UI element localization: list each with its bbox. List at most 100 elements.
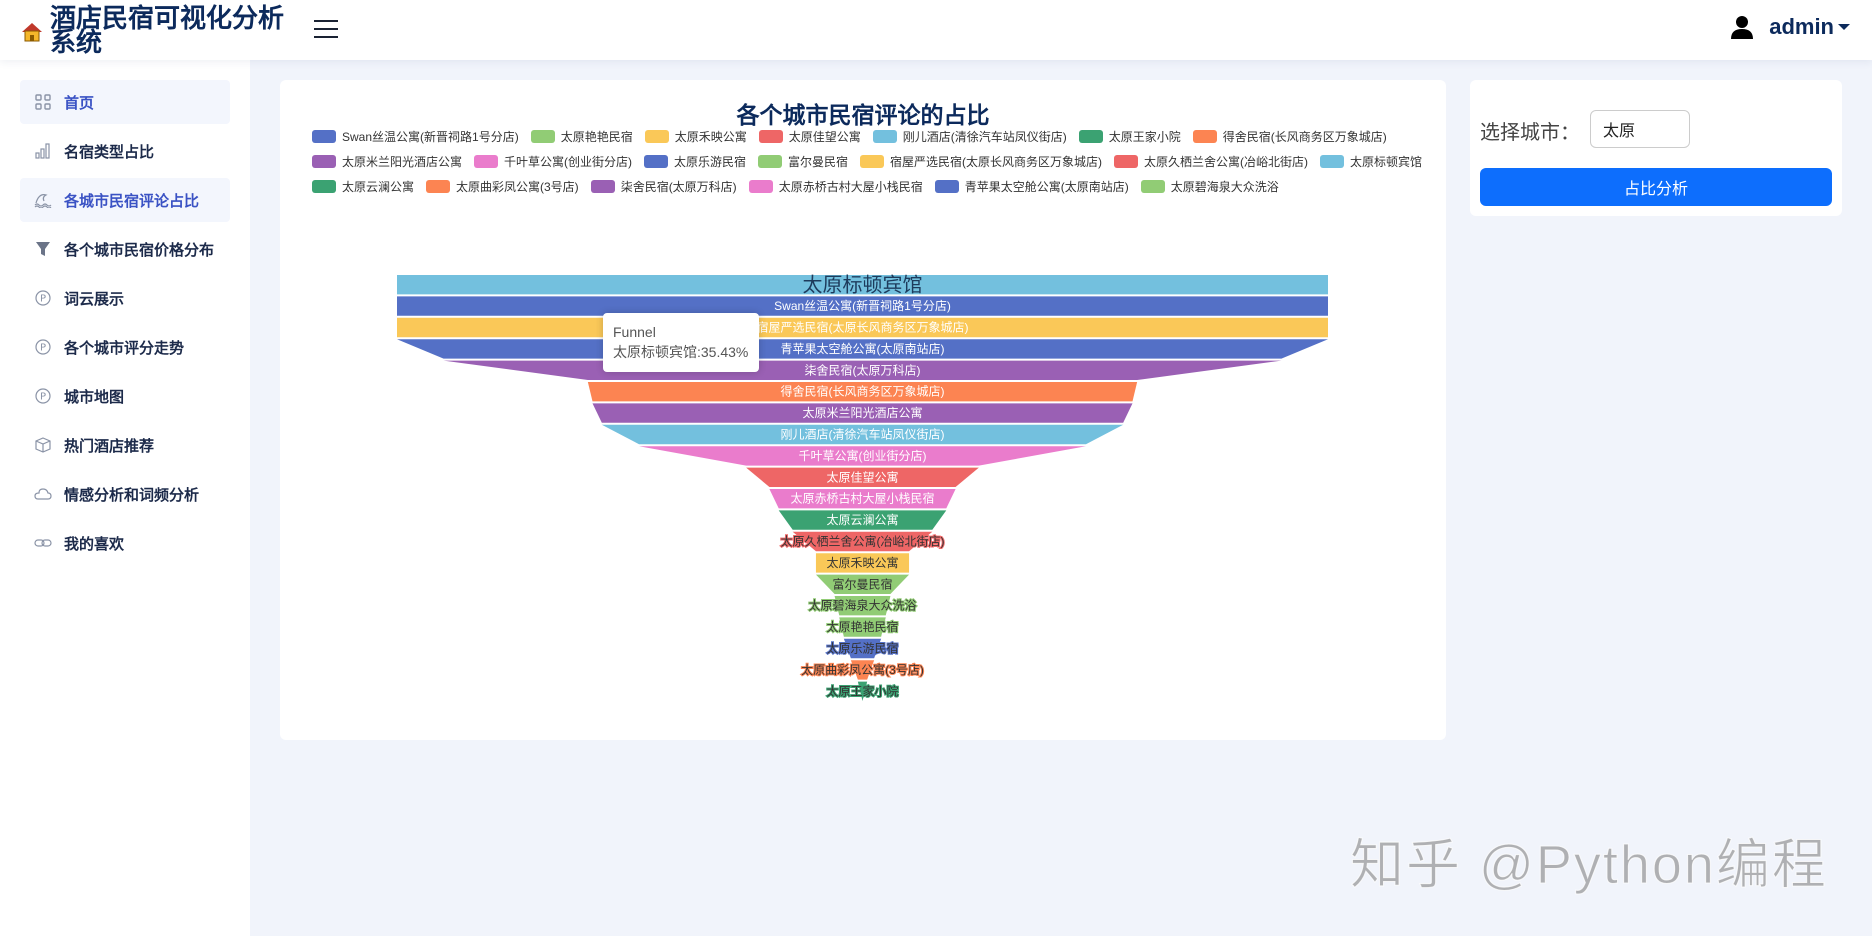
funnel-label: 得舍民宿(长风商务区万象城店) (781, 384, 945, 399)
caret-down-icon (1838, 24, 1850, 30)
funnel-segment[interactable] (769, 489, 956, 509)
sidebar-item-label: 词云展示 (64, 290, 125, 308)
funnel-segment[interactable] (815, 553, 910, 573)
legend-item[interactable]: 太原曲彩凤公寓(3号店) (426, 178, 579, 194)
legend-label: 太原久栖兰舍公寓(冶峪北街店) (1144, 154, 1309, 169)
legend-label: 太原乐游民宿 (674, 154, 747, 169)
city-input[interactable] (1590, 110, 1690, 148)
sidebar-item-5[interactable]: P 词云展示 (20, 276, 230, 320)
legend-item[interactable]: 刚儿酒店(清徐汽车站凤仪街店) (872, 128, 1067, 144)
legend-label: 太原碧海泉大众洗浴 (1170, 179, 1279, 194)
legend-item[interactable]: 太原标顿宾馆 (1320, 153, 1422, 169)
sidebar-item-7[interactable]: P 城市地图 (20, 374, 230, 418)
legend-item[interactable]: 太原艳艳民宿 (530, 128, 633, 144)
sidebar-item-label: 各城市民宿评论占比 (64, 192, 200, 210)
sidebar-item-6[interactable]: P 各个城市评分走势 (20, 325, 230, 369)
legend-swatch (530, 129, 555, 143)
legend-item[interactable]: 柒舍民宿(太原万科店) (590, 178, 737, 194)
chart-tooltip: Funnel 太原标顿宾馆:35.43% (603, 313, 759, 372)
funnel-segment[interactable] (601, 424, 1124, 445)
legend-swatch (748, 179, 773, 193)
legend-label: Swan丝温公寓(新晋祠路1号分店) (342, 129, 519, 144)
legend-item[interactable]: 太原佳望公寓 (758, 128, 861, 144)
legend-label: 青苹果太空舱公寓(太原南站店) (964, 179, 1129, 194)
legend-swatch (644, 154, 669, 168)
funnel-segment[interactable] (850, 660, 875, 680)
svg-text:P: P (40, 343, 46, 354)
logo: 酒店民宿可视化分析系统 (20, 5, 290, 55)
menu-toggle-button[interactable] (314, 20, 338, 40)
legend-swatch (934, 179, 959, 193)
funnel-label: 太原乐游民宿 (826, 641, 898, 656)
funnel-segment[interactable] (815, 574, 910, 594)
sidebar-item-1[interactable]: 首页 (20, 80, 230, 124)
legend-item[interactable]: Swan丝温公寓(新晋祠路1号分店) (312, 128, 519, 144)
legend-item[interactable]: 太原久栖兰舍公寓(冶峪北街店) (1114, 153, 1308, 169)
legend-item[interactable]: 富尔曼民宿 (758, 153, 848, 169)
legend-label: 太原云澜公寓 (342, 179, 415, 194)
funnel-label: 青苹果太空舱公寓(太原南站店) (781, 341, 945, 356)
funnel-segment[interactable] (792, 531, 933, 552)
funnel-segment[interactable] (857, 681, 868, 701)
sidebar-item-8[interactable]: 热门酒店推荐 (20, 423, 230, 467)
sidebar-item-10[interactable]: 我的喜欢 (20, 521, 230, 565)
funnel-segment[interactable] (397, 296, 1328, 316)
legend-label: 千叶草公寓(创业街分店) (504, 154, 633, 169)
legend-item[interactable]: 太原乐游民宿 (644, 153, 746, 169)
link-icon (34, 534, 52, 552)
legend-swatch (474, 154, 499, 168)
funnel-segment[interactable] (639, 446, 1086, 466)
legend-swatch (758, 129, 783, 143)
legend-item[interactable]: 太原王家小院 (1078, 128, 1181, 144)
legend-label: 太原艳艳民宿 (560, 129, 633, 144)
sidebar-item-9[interactable]: 情感分析和词频分析 (20, 472, 230, 516)
p-circle-icon: P (34, 289, 52, 307)
funnel-segment[interactable] (397, 275, 1328, 295)
funnel-label: 太原佳望公寓 (826, 469, 898, 484)
legend-item[interactable]: 千叶草公寓(创业街分店) (474, 153, 632, 169)
funnel-segment[interactable] (834, 596, 891, 616)
p-circle-icon: P (34, 338, 52, 356)
legend-item[interactable]: 太原米兰阳光酒店公寓 (312, 153, 462, 169)
funnel-segment[interactable] (746, 467, 979, 487)
funnel-label: 富尔曼民宿 (832, 576, 892, 591)
sidebar-item-2[interactable]: 名宿类型占比 (20, 129, 230, 173)
funnel-label: Swan丝温公寓(新晋祠路1号分店) (774, 298, 951, 313)
sidebar-item-label: 首页 (64, 94, 95, 112)
funnel-label: 太原赤桥古村大屋小栈民宿 (790, 491, 934, 506)
sidebar-item-3[interactable]: 各城市民宿评论占比 (20, 178, 230, 222)
legend-item[interactable]: 太原碧海泉大众洗浴 (1140, 178, 1279, 194)
legend-label: 柒舍民宿(太原万科店) (620, 179, 737, 194)
legend-swatch (1320, 154, 1345, 168)
sidebar-item-4[interactable]: 各个城市民宿价格分布 (20, 227, 230, 271)
sidebar-item-label: 城市地图 (64, 388, 125, 406)
funnel-segment[interactable] (839, 617, 886, 637)
funnel-label: 太原米兰阳光酒店公寓 (802, 405, 922, 420)
legend-swatch (860, 154, 885, 168)
legend-swatch (312, 179, 336, 193)
funnel-segment[interactable] (592, 403, 1133, 423)
sidebar-item-label: 各个城市评分走势 (64, 339, 185, 357)
funnel-segment[interactable] (843, 638, 882, 659)
legend-item[interactable]: 得舍民宿(长风商务区万象城店) (1192, 128, 1387, 144)
legend-item[interactable]: 太原禾映公寓 (644, 128, 747, 144)
sidebar-item-label: 我的喜欢 (64, 535, 125, 553)
wave-icon (34, 191, 52, 209)
filter-icon (34, 240, 52, 258)
legend-label: 太原王家小院 (1108, 129, 1181, 144)
funnel-label: 太原艳艳民宿 (826, 619, 898, 634)
funnel-segment[interactable] (587, 382, 1138, 402)
svg-text:P: P (40, 392, 46, 403)
legend-item[interactable]: 太原赤桥古村大屋小栈民宿 (748, 178, 923, 194)
legend-label: 太原曲彩凤公寓(3号店) (456, 179, 579, 194)
bar-chart-icon (34, 142, 52, 160)
legend-label: 太原禾映公寓 (674, 129, 747, 144)
legend-item[interactable]: 青苹果太空舱公寓(太原南站店) (934, 178, 1129, 194)
analyze-button[interactable]: 占比分析 (1480, 168, 1832, 206)
city-label: 选择城市： (1480, 122, 1580, 144)
legend-item[interactable]: 宿屋严选民宿(太原长风商务区万象城店) (860, 153, 1102, 169)
user-menu[interactable]: admin (1731, 14, 1850, 40)
funnel-segment[interactable] (778, 510, 947, 530)
legend-item[interactable]: 太原云澜公寓 (312, 178, 414, 194)
